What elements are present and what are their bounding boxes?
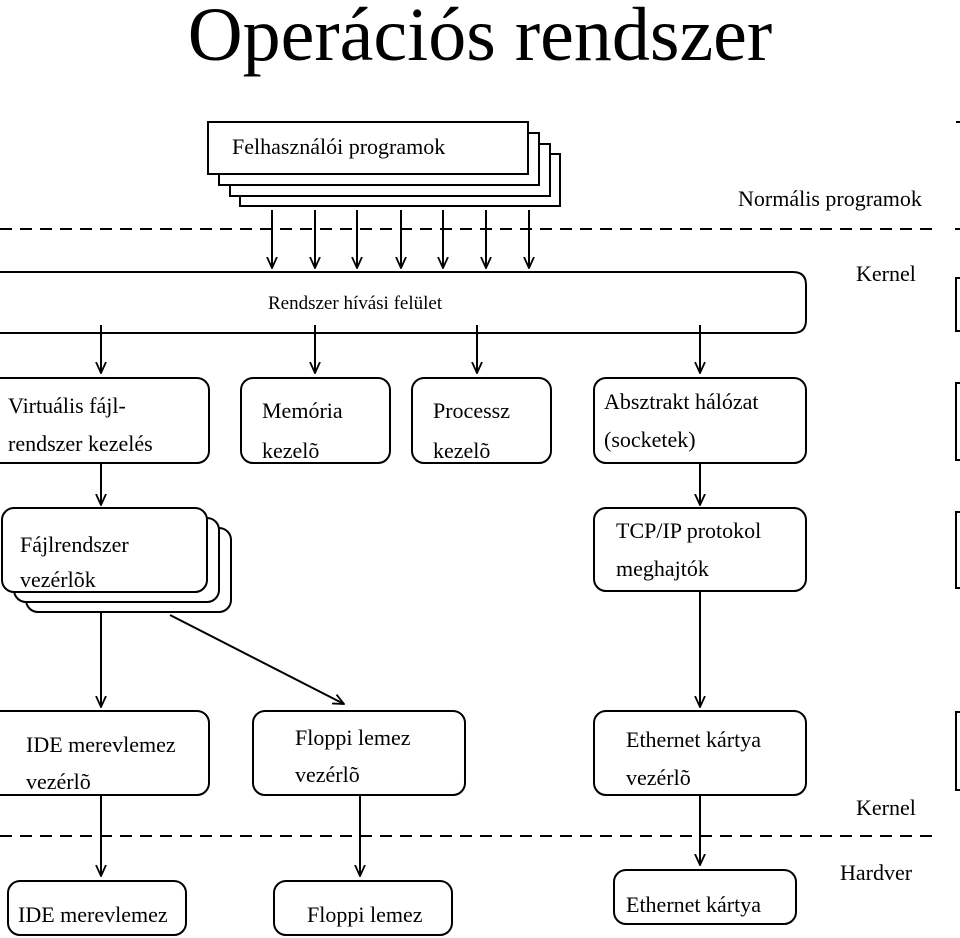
ide-hardware-box: IDE merevlemez — [7, 880, 187, 936]
zone-label-normal: Normális programok — [738, 186, 922, 211]
abstract-network-line2: (socketek) — [604, 427, 696, 452]
ethernet-hardware-box: Ethernet kártya — [613, 869, 797, 925]
ide-driver-line1: IDE merevlemez — [26, 732, 176, 757]
vfs-box: Virtuális fájl- rendszer kezelés — [0, 377, 210, 464]
zone-label-kernel-bottom: Kernel — [856, 795, 916, 820]
ethernet-hardware-label: Ethernet kártya — [626, 892, 761, 917]
memory-manager-box: Memória kezelõ — [240, 377, 391, 464]
fs-drivers-line2: vezérlõk — [20, 567, 96, 592]
fs-drivers-line1: Fájlrendszer — [20, 532, 129, 557]
process-manager-line2: kezelõ — [433, 438, 490, 463]
vfs-label-line2: rendszer kezelés — [8, 431, 153, 456]
tcpip-line2: meghajtók — [616, 556, 709, 581]
ethernet-driver-line2: vezérlõ — [626, 765, 691, 790]
fs-drivers-to-floppy-arrow — [169, 614, 344, 704]
floppy-driver-box: Floppi lemez vezérlõ — [252, 710, 466, 796]
slide-title: Operációs rendszer — [187, 0, 773, 77]
tcpip-box: TCP/IP protokol meghajtók — [593, 507, 807, 592]
memory-manager-line2: kezelõ — [262, 438, 319, 463]
fs-drivers-stack: Fájlrendszer vezérlõk — [1, 507, 232, 613]
user-programs-stack: Felhasználói programok — [207, 121, 561, 207]
user-programs-label: Felhasználói programok — [232, 134, 445, 159]
memory-manager-line1: Memória — [262, 398, 343, 423]
abstract-network-line1: Absztrakt hálózat — [604, 389, 759, 414]
process-manager-box: Processz kezelõ — [411, 377, 552, 464]
right-edge-marks — [955, 121, 960, 791]
floppy-driver-line2: vezérlõ — [295, 762, 360, 787]
syscall-interface-label: Rendszer hívási felület — [268, 293, 443, 314]
abstract-network-box: Absztrakt hálózat (socketek) — [593, 377, 807, 464]
ide-hardware-label: IDE merevlemez — [18, 902, 168, 927]
syscall-interface-box: Rendszer hívási felület — [0, 271, 807, 334]
floppy-hardware-label: Floppi lemez — [307, 902, 423, 927]
zone-label-kernel-top: Kernel — [856, 261, 916, 286]
ethernet-driver-line1: Ethernet kártya — [626, 727, 761, 752]
tcpip-line1: TCP/IP protokol — [616, 518, 761, 543]
process-manager-line1: Processz — [433, 398, 510, 423]
ethernet-driver-box: Ethernet kártya vezérlõ — [593, 710, 807, 796]
ide-driver-line2: vezérlõ — [26, 769, 91, 794]
syscall-to-subsystem-arrows — [101, 325, 700, 373]
zone-label-hardware: Hardver — [840, 860, 913, 885]
ide-driver-box: IDE merevlemez vezérlõ — [0, 710, 210, 796]
floppy-driver-line1: Floppi lemez — [295, 725, 411, 750]
user-to-syscall-arrows — [272, 210, 529, 268]
floppy-hardware-box: Floppi lemez — [273, 880, 453, 936]
vfs-label-line1: Virtuális fájl- — [8, 393, 126, 418]
